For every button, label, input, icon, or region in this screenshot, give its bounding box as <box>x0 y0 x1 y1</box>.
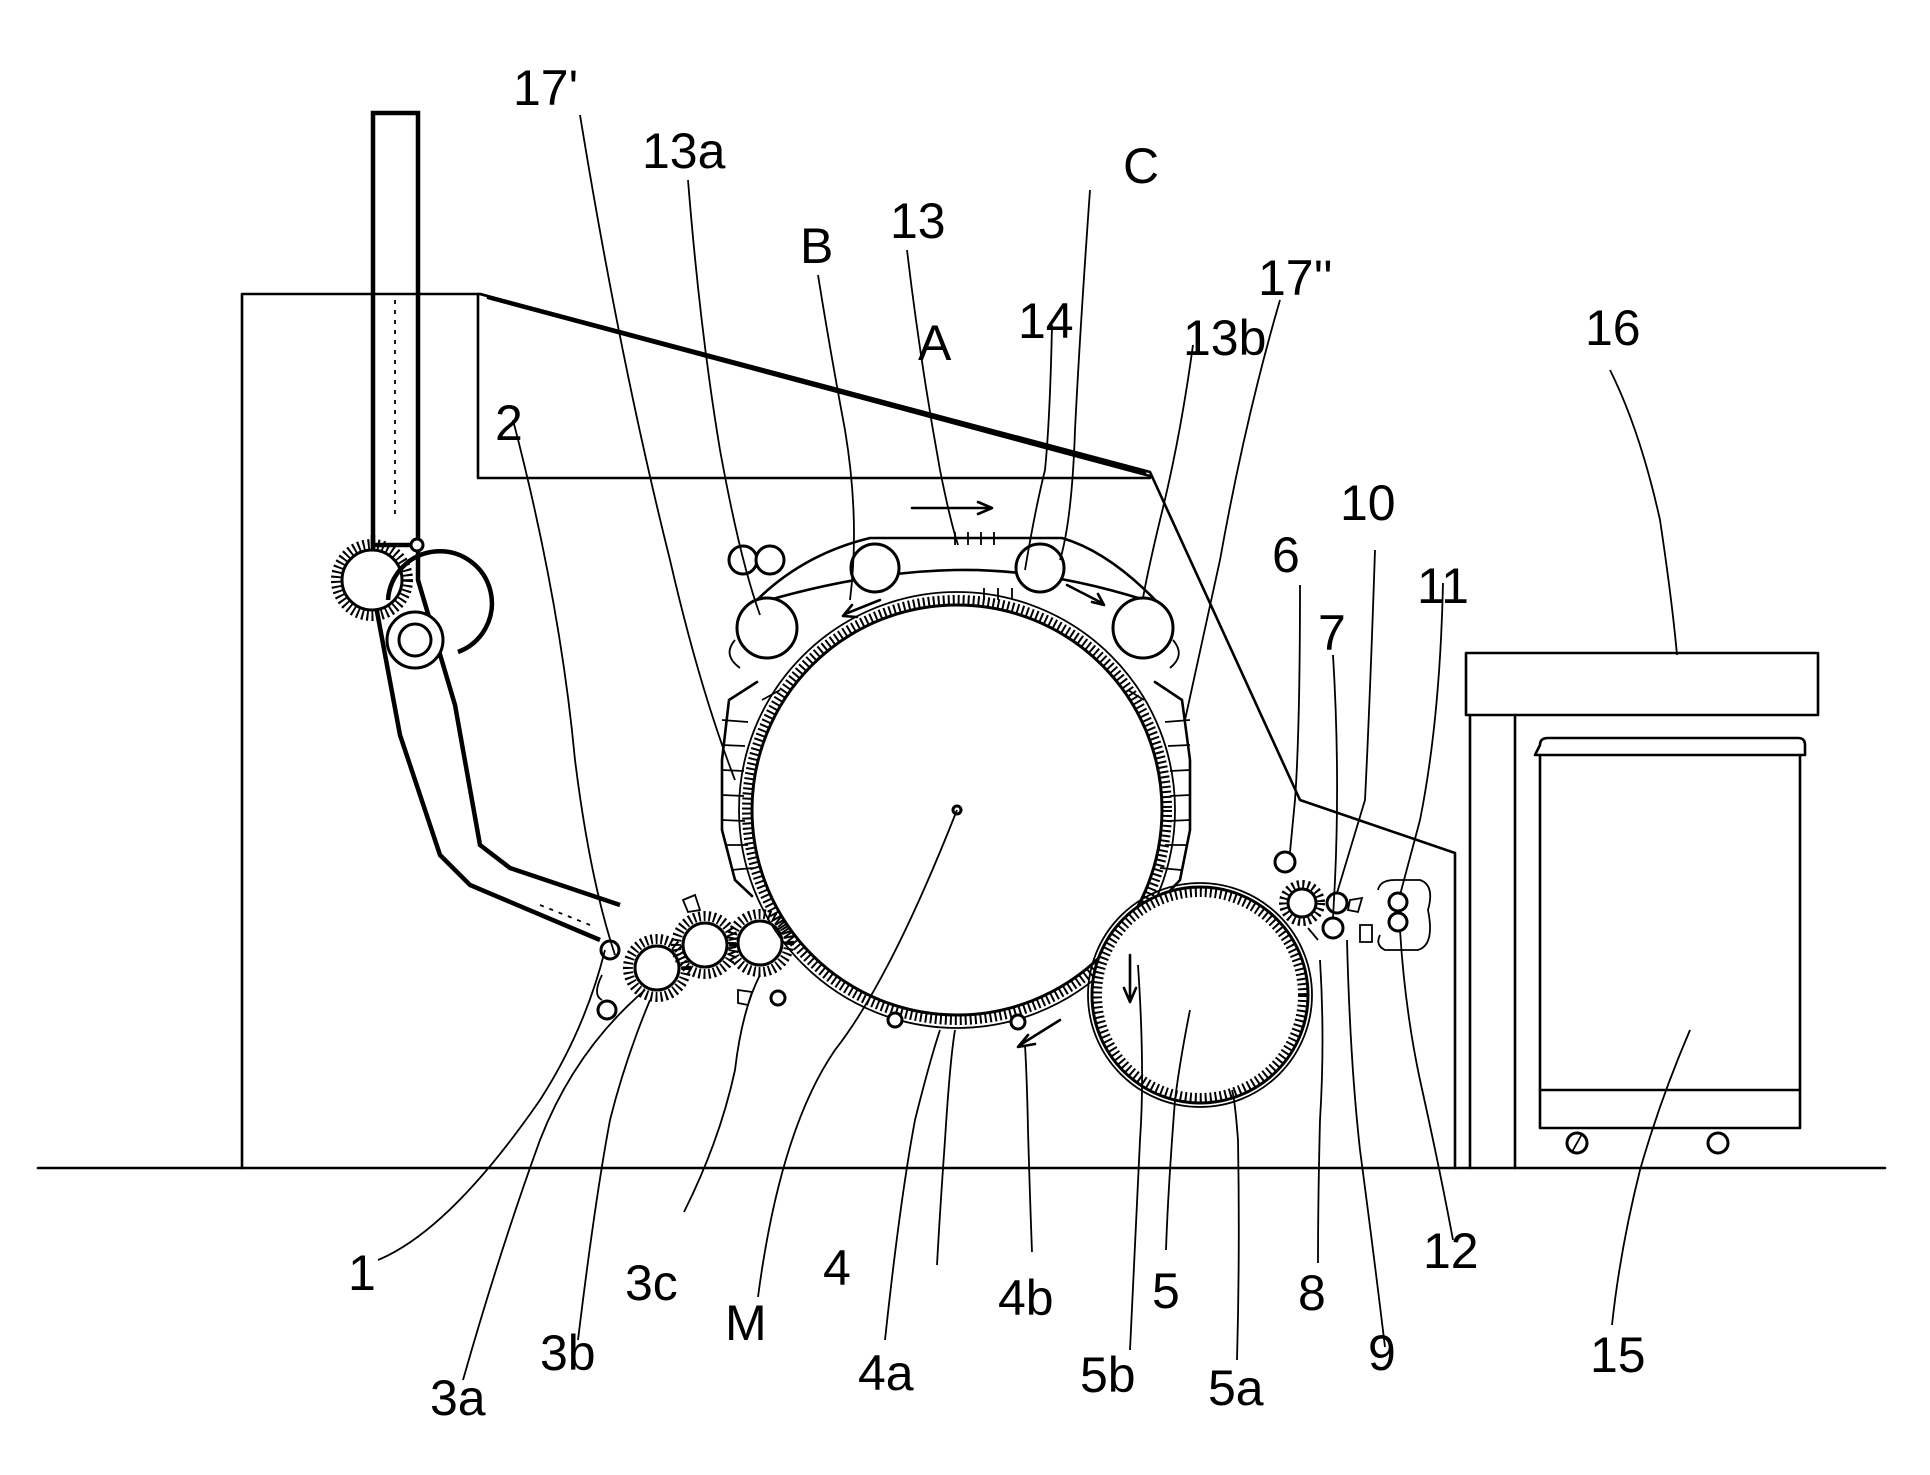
label-7: 7 <box>1318 605 1346 661</box>
label-M: M <box>725 1295 767 1351</box>
label-11: 11 <box>1417 558 1469 614</box>
label-13: 13 <box>890 193 946 249</box>
label-4b: 4b <box>998 1270 1054 1326</box>
label-4a: 4a <box>858 1345 914 1401</box>
label-3a: 3a <box>430 1370 486 1426</box>
label-3b: 3b <box>540 1325 596 1381</box>
label-3c: 3c <box>625 1255 678 1311</box>
label-1: 1 <box>348 1245 376 1301</box>
flat-strips <box>955 532 1012 600</box>
label-13a: 13a <box>642 123 726 179</box>
label-4: 4 <box>823 1240 851 1296</box>
label-17-prime: 17' <box>513 60 578 116</box>
sliver-can <box>1535 738 1805 1153</box>
flat-arrow-A <box>912 502 992 514</box>
label-15: 15 <box>1590 1327 1646 1383</box>
label-5a: 5a <box>1208 1360 1264 1416</box>
label-14: 14 <box>1018 293 1074 349</box>
label-6: 6 <box>1272 527 1300 583</box>
chute-rolls <box>336 539 492 668</box>
label-16: 16 <box>1585 300 1641 356</box>
feed-roll <box>597 941 619 1019</box>
label-2: 2 <box>495 395 523 451</box>
label-8: 8 <box>1298 1265 1326 1321</box>
label-13b: 13b <box>1183 310 1266 366</box>
label-10: 10 <box>1340 475 1396 531</box>
label-12: 12 <box>1423 1223 1479 1279</box>
label-17-double-prime: 17'' <box>1258 250 1333 306</box>
label-B: B <box>800 218 833 274</box>
label-A: A <box>918 315 952 371</box>
label-5b: 5b <box>1080 1347 1136 1403</box>
label-9: 9 <box>1368 1325 1396 1381</box>
label-5: 5 <box>1152 1263 1180 1319</box>
label-C: C <box>1123 138 1159 194</box>
